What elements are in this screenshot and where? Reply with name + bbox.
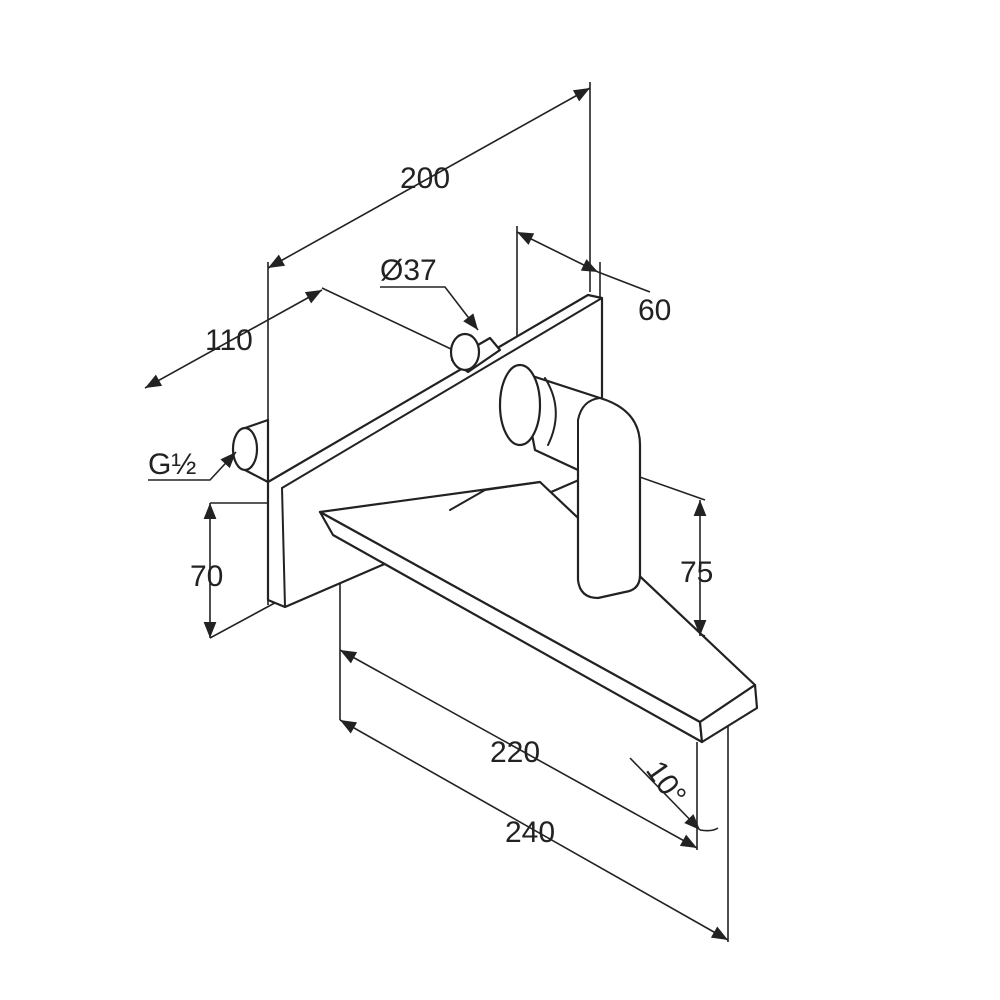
dim-label-60: 60 — [638, 294, 671, 327]
inlet-pipe — [231, 418, 270, 484]
dim-label-angle: 10° — [639, 755, 692, 811]
dim-label-200: 200 — [400, 162, 450, 195]
dimension-lines — [144, 87, 729, 941]
dim-label-110: 110 — [205, 324, 253, 357]
dim-label-240: 240 — [505, 816, 555, 849]
handle-lever — [498, 363, 642, 600]
cartridge-body — [449, 332, 502, 374]
dim-label-diameter-37: Ø37 — [380, 254, 437, 287]
spout — [318, 480, 759, 744]
dim-label-70: 70 — [190, 560, 223, 593]
dim-label-75: 75 — [680, 556, 713, 589]
dim-label-thread: G½ — [148, 448, 196, 481]
dim-label-220: 220 — [490, 736, 540, 769]
